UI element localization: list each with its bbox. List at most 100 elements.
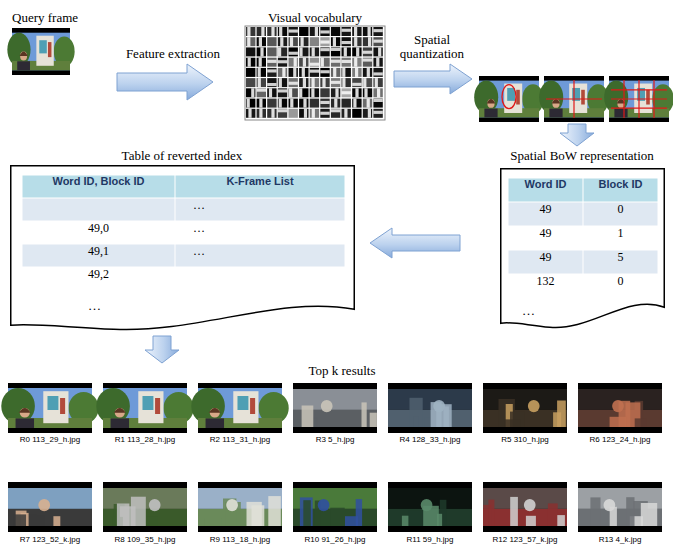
table-cell	[509, 251, 583, 274]
visual-word	[342, 88, 351, 97]
visual-word	[352, 47, 361, 56]
vocabulary-frame	[245, 26, 385, 120]
visual-word-stroke	[320, 41, 329, 44]
visual-word-stroke	[320, 70, 329, 73]
building	[36, 36, 53, 66]
visual-word	[320, 99, 329, 108]
table-cell: …	[175, 198, 345, 221]
document-outline	[501, 169, 665, 328]
visual-word-stroke	[267, 69, 276, 72]
visual-word-stroke	[377, 88, 380, 97]
visual-word-stroke	[289, 82, 298, 85]
window	[250, 398, 255, 414]
grid-line	[546, 98, 602, 99]
step-label: Spatial quantization	[387, 33, 477, 61]
visual-word	[363, 27, 372, 36]
scene-shape	[557, 401, 566, 428]
result-frame	[388, 383, 472, 433]
visual-word	[289, 99, 298, 108]
visual-word	[257, 27, 266, 36]
document-node: Table of reverted indexWord ID, Block ID…	[10, 148, 368, 334]
visual-word	[299, 47, 308, 56]
visual-word	[331, 99, 340, 108]
node-heading: Spatial BoW representation	[510, 148, 653, 164]
frame-border	[103, 482, 187, 532]
visual-word-stroke	[320, 48, 329, 51]
body	[111, 418, 129, 428]
scene-shape	[548, 503, 558, 526]
visual-word	[373, 68, 382, 77]
table-cell	[23, 245, 175, 267]
process-arrow	[560, 124, 594, 146]
quantized-frame	[539, 76, 609, 122]
visual-word-stroke	[278, 89, 287, 92]
scene-figure	[524, 499, 536, 511]
visual-word	[373, 58, 382, 67]
visual-word	[352, 68, 361, 77]
visual-word	[267, 27, 276, 36]
visual-word-stroke	[367, 99, 370, 108]
table-header: Word ID, Block ID	[22, 175, 175, 198]
scene-figure	[433, 400, 445, 412]
visual-word-stroke	[368, 37, 371, 46]
hair	[19, 408, 31, 413]
scene-shape	[247, 502, 262, 526]
scene-figure	[318, 499, 330, 511]
table-header-cell	[509, 179, 583, 202]
visual-word-stroke	[354, 58, 357, 67]
visual-word-stroke	[299, 88, 302, 97]
table-cell: 49,1	[22, 244, 175, 267]
frame-border	[293, 482, 377, 532]
body	[484, 109, 497, 118]
visual-word	[257, 109, 266, 118]
visual-word	[352, 37, 361, 46]
scene-figure	[612, 400, 624, 412]
visual-word	[320, 68, 329, 77]
building	[233, 391, 258, 423]
visual-word-stroke	[259, 37, 262, 46]
table-cell	[584, 203, 658, 226]
scene-shape	[626, 497, 634, 526]
grid-line	[611, 98, 667, 99]
frame-border	[8, 482, 92, 532]
visual-word-stroke	[352, 83, 361, 86]
result-frame	[578, 482, 662, 532]
visual-word-stroke	[279, 27, 282, 36]
visual-word-stroke	[335, 88, 338, 97]
visual-word	[299, 88, 308, 97]
visual-word-stroke	[271, 109, 274, 118]
visual-word-stroke	[310, 70, 319, 73]
visual-word	[267, 78, 276, 87]
visual-word-stroke	[259, 99, 262, 108]
image-caption: R3 5_h.jpg	[289, 435, 381, 445]
building	[43, 391, 68, 423]
visual-word	[373, 99, 382, 108]
image-node: Query frame	[10, 8, 115, 88]
image-caption: R9 113_18_h.jpg	[194, 535, 286, 545]
visual-word	[289, 88, 298, 97]
result-frame	[96, 383, 193, 433]
table-cell: …	[175, 221, 345, 244]
image-node: Visual vocabulary	[215, 8, 415, 123]
visual-word-stroke	[363, 78, 366, 87]
visual-word	[352, 78, 361, 87]
visual-word-stroke	[355, 68, 358, 77]
visual-word	[342, 99, 351, 108]
visual-word-stroke	[373, 40, 382, 43]
scene-shape	[29, 515, 36, 526]
visual-word	[320, 88, 329, 97]
visual-word-stroke	[294, 58, 297, 67]
image-caption: R8 109_35_h.jpg	[99, 535, 191, 545]
scene-figure	[604, 499, 616, 511]
visual-word	[299, 58, 308, 67]
visual-word	[246, 27, 255, 36]
visual-word	[289, 58, 298, 67]
visual-word-stroke	[320, 112, 329, 115]
image-caption: R6 123_24_h.jpg	[574, 435, 666, 445]
scene-shape	[345, 516, 358, 526]
scene-shape	[303, 500, 311, 526]
visual-word-stroke	[320, 101, 329, 104]
visual-word-stroke	[331, 48, 340, 51]
image-caption: R10 91_26_h.jpg	[289, 535, 381, 545]
visual-word	[320, 78, 329, 87]
